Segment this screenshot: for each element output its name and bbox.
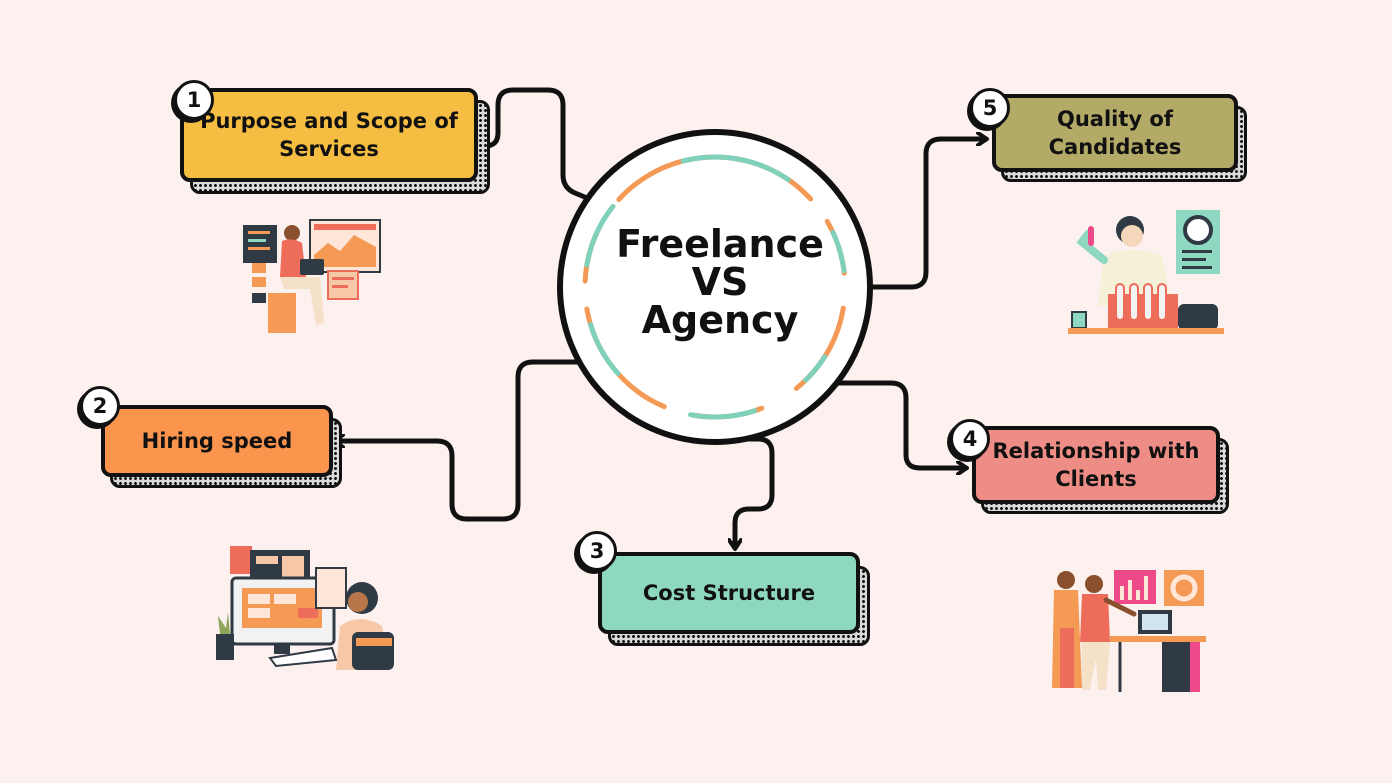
center-title-line3: Agency xyxy=(641,298,799,342)
node-5-label: Quality of Candidates xyxy=(1048,107,1182,159)
person-working-dashboard-illustration xyxy=(243,219,381,333)
node-5-card: Quality of Candidates xyxy=(992,94,1238,172)
node-5-number-badge: 5 xyxy=(970,88,1010,128)
node-5-number: 5 xyxy=(982,96,998,120)
node-4-label: Relationship with Clients xyxy=(992,439,1200,491)
connector-node-2 xyxy=(335,359,583,522)
node-3-card: Cost Structure xyxy=(598,552,860,634)
center-title-line1: Freelance xyxy=(616,222,824,266)
center-title: Freelance VS Agency xyxy=(590,225,850,339)
center-title-line2: VS xyxy=(691,260,749,304)
connector-node-1 xyxy=(445,87,595,203)
center-circle xyxy=(557,129,873,445)
connector-node-3 xyxy=(697,436,775,548)
node-2-label: Hiring speed xyxy=(141,429,293,453)
node-2-card: Hiring speed xyxy=(101,405,333,477)
node-1-label: Purpose and Scope of Services xyxy=(200,109,458,161)
scientist-lab-illustration xyxy=(1068,210,1224,334)
node-3-label: Cost Structure xyxy=(642,581,816,605)
two-people-presentation-illustration xyxy=(1052,570,1206,692)
connector-node-4 xyxy=(833,380,966,468)
person-at-computer-illustration xyxy=(216,546,394,670)
node-4-number: 4 xyxy=(962,427,978,451)
node-2-number-badge: 2 xyxy=(80,386,120,426)
connector-node-5 xyxy=(869,139,986,290)
node-3-number: 3 xyxy=(589,539,605,563)
node-2-number: 2 xyxy=(92,394,108,418)
node-1-number: 1 xyxy=(186,88,202,112)
node-1-card: Purpose and Scope of Services xyxy=(180,88,478,182)
node-4-card: Relationship with Clients xyxy=(972,426,1220,504)
node-3-number-badge: 3 xyxy=(577,531,617,571)
node-1-number-badge: 1 xyxy=(174,80,214,120)
node-4-number-badge: 4 xyxy=(950,419,990,459)
